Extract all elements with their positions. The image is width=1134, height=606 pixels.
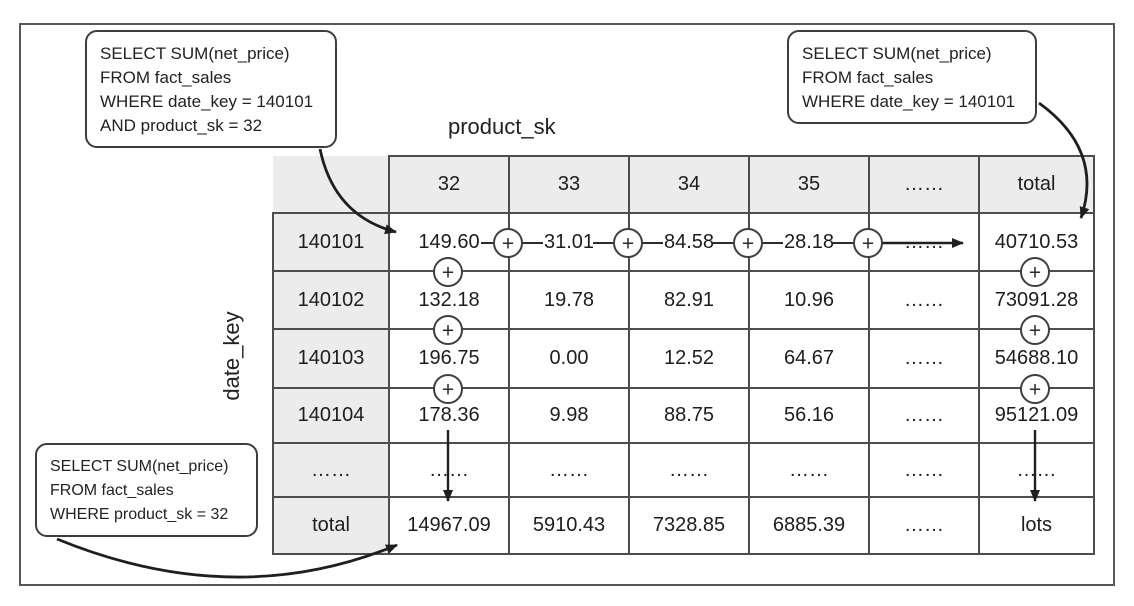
data-cell: 31.01 — [508, 212, 630, 272]
callout-sql-cell-sum: SELECT SUM(net_price) FROM fact_sales WH… — [85, 30, 337, 148]
sql-line: SELECT SUM(net_price) — [100, 44, 290, 63]
data-cell: 84.58 — [628, 212, 750, 272]
table-row: 140101 149.60 31.01 84.58 28.18 …… 40710… — [272, 212, 1095, 272]
col-header: 34 — [628, 155, 750, 214]
table-row: 140102 132.18 19.78 82.91 10.96 …… 73091… — [272, 270, 1095, 330]
data-cell: 56.16 — [748, 387, 870, 444]
table-row: 140103 196.75 0.00 12.52 64.67 …… 54688.… — [272, 328, 1095, 389]
corner-cell — [273, 156, 389, 213]
data-cell: 5910.43 — [508, 496, 630, 555]
data-cell: 6885.39 — [748, 496, 870, 555]
table-row: …… …… …… …… …… …… …… — [272, 442, 1095, 498]
data-cell: …… — [868, 212, 980, 272]
row-header: 140104 — [272, 387, 390, 444]
col-header: 32 — [388, 155, 510, 214]
sql-line: WHERE product_sk = 32 — [50, 506, 229, 523]
data-cell: …… — [978, 442, 1095, 498]
data-cell: 178.36 — [388, 387, 510, 444]
data-cell: …… — [748, 442, 870, 498]
sql-line: SELECT SUM(net_price) — [802, 44, 992, 63]
data-cell: lots — [978, 496, 1095, 555]
data-cell: 95121.09 — [978, 387, 1095, 444]
table-row: 140104 178.36 9.98 88.75 56.16 …… 95121.… — [272, 387, 1095, 444]
sql-line: FROM fact_sales — [50, 482, 174, 499]
data-cell: 10.96 — [748, 270, 870, 330]
data-cell: …… — [868, 328, 980, 389]
data-cell: 12.52 — [628, 328, 750, 389]
row-axis-label: date_key — [219, 311, 244, 401]
sql-line: WHERE date_key = 140101 — [100, 92, 314, 111]
data-cell: 14967.09 — [388, 496, 510, 555]
sql-line: WHERE date_key = 140101 — [802, 92, 1016, 111]
data-cell: 73091.28 — [978, 270, 1095, 330]
data-cell: …… — [868, 496, 980, 555]
data-cell: 7328.85 — [628, 496, 750, 555]
row-header: 140103 — [272, 328, 390, 389]
data-cell: 196.75 — [388, 328, 510, 389]
data-cell: 149.60 — [388, 212, 510, 272]
row-header: 140101 — [272, 212, 390, 272]
column-axis-label: product_sk — [448, 114, 556, 139]
sql-line: AND product_sk = 32 — [100, 116, 263, 135]
col-header: total — [978, 155, 1095, 214]
callout-sql-column-sum: SELECT SUM(net_price) FROM fact_sales WH… — [35, 443, 258, 537]
data-cell: 88.75 — [628, 387, 750, 444]
data-cell: 19.78 — [508, 270, 630, 330]
row-header: …… — [272, 442, 390, 498]
sql-line: FROM fact_sales — [100, 68, 232, 87]
data-cell: 64.67 — [748, 328, 870, 389]
col-header: …… — [868, 155, 980, 214]
col-header: 33 — [508, 155, 630, 214]
data-cell: 54688.10 — [978, 328, 1095, 389]
figure-frame — [19, 23, 1115, 586]
data-cell: 9.98 — [508, 387, 630, 444]
data-cell: 28.18 — [748, 212, 870, 272]
data-cell: …… — [508, 442, 630, 498]
data-cube-table: 32 33 34 35 …… total 140101 149.60 31.01… — [272, 155, 1095, 555]
col-header: 35 — [748, 155, 870, 214]
sql-line: FROM fact_sales — [802, 68, 934, 87]
sql-line: SELECT SUM(net_price) — [50, 458, 229, 475]
row-header: total — [272, 496, 390, 555]
row-header: 140102 — [272, 270, 390, 330]
data-cell: …… — [868, 387, 980, 444]
data-cell: …… — [868, 442, 980, 498]
data-cell: …… — [388, 442, 510, 498]
data-cell: 132.18 — [388, 270, 510, 330]
data-cell: 82.91 — [628, 270, 750, 330]
data-cell: 40710.53 — [978, 212, 1095, 272]
data-cell: …… — [628, 442, 750, 498]
callout-sql-row-sum: SELECT SUM(net_price) FROM fact_sales WH… — [787, 30, 1037, 124]
table-row: total 14967.09 5910.43 7328.85 6885.39 …… — [272, 496, 1095, 555]
data-cell: …… — [868, 270, 980, 330]
column-header-row: 32 33 34 35 …… total — [273, 155, 1095, 214]
data-cell: 0.00 — [508, 328, 630, 389]
